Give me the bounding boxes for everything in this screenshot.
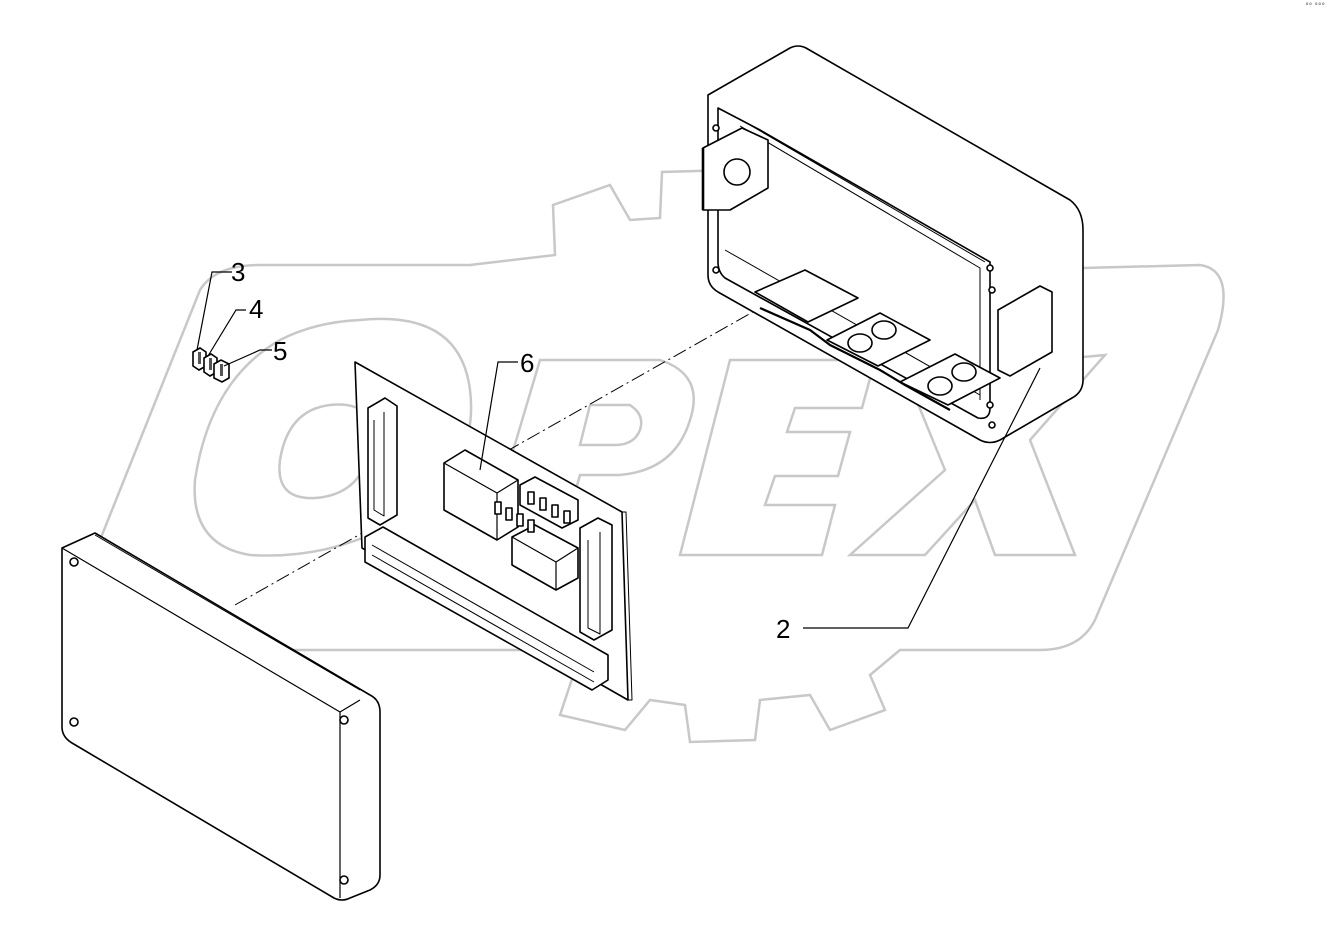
watermark-letter-e	[678, 358, 877, 557]
fuse-set	[192, 347, 230, 383]
left-connector	[367, 397, 398, 526]
callout-4: 4	[249, 294, 263, 324]
relay	[443, 449, 519, 541]
bottom-connector	[364, 526, 609, 691]
callout-3: 3	[231, 257, 245, 287]
callout-2: 2	[776, 614, 790, 644]
leader-4	[207, 309, 246, 357]
callout-6: 6	[520, 348, 534, 378]
enclosure-housing	[701, 45, 1084, 444]
right-connector	[579, 517, 613, 641]
circuit-board	[354, 361, 633, 701]
leader-3	[196, 271, 232, 351]
leader-6	[479, 361, 518, 471]
leader-2	[803, 367, 1041, 629]
callout-5: 5	[273, 336, 287, 366]
callout-labels: 3 4 5 6 2	[231, 257, 790, 644]
corner-mark: °° °°°	[1305, 2, 1325, 10]
leader-5	[223, 349, 272, 367]
capacitor-block	[511, 524, 579, 591]
front-cover	[61, 532, 381, 901]
leader-lines	[196, 271, 1041, 629]
watermark-letter-p	[483, 358, 695, 547]
assembly-axis-line	[234, 239, 881, 606]
